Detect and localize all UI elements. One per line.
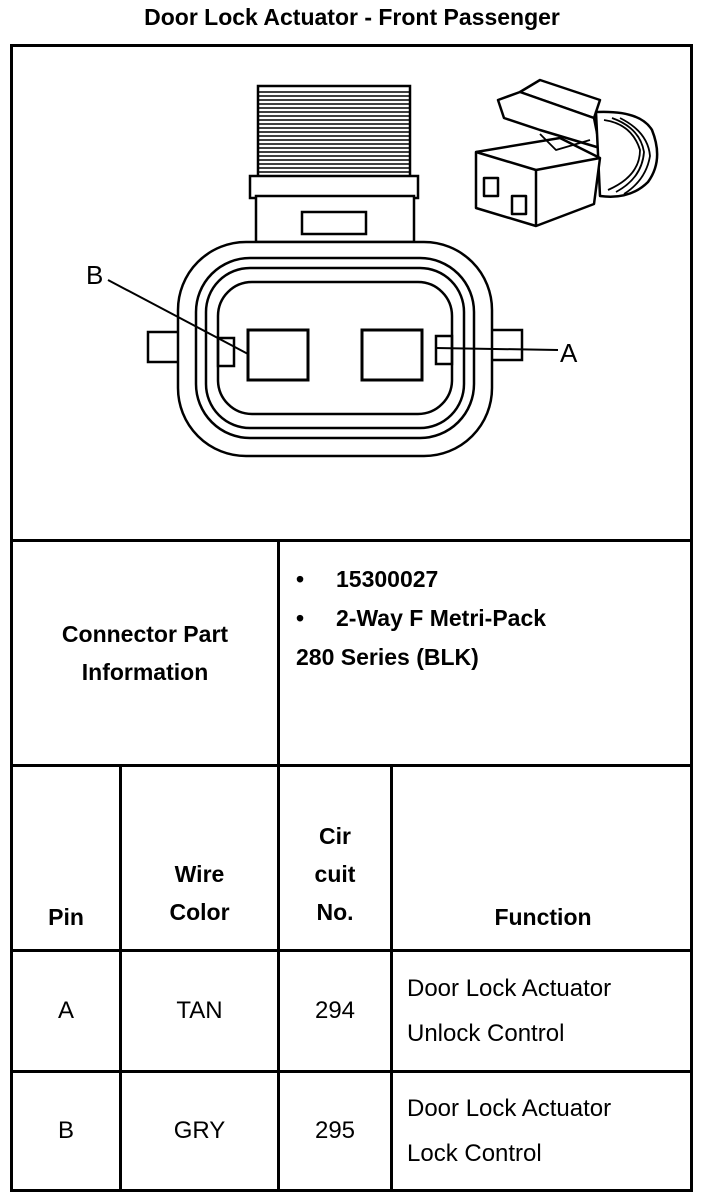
table-row-b-function: Door Lock Actuator Lock Control — [407, 1095, 612, 1167]
table-row-a-circuit: 294 — [314, 997, 356, 1024]
header-circuit: Cir cuit No. — [314, 823, 356, 925]
divider-color-col — [277, 764, 280, 1192]
divider-header — [10, 949, 693, 952]
header-pin: Pin — [48, 904, 84, 930]
divider-pin-col — [119, 764, 122, 1192]
connector-table — [10, 44, 693, 1192]
page-title: Door Lock Actuator - Front Passenger — [144, 4, 560, 30]
divider-row — [10, 1070, 693, 1073]
connector-diagram: B A — [86, 78, 659, 458]
pin-a-label: A — [560, 338, 578, 368]
header-wire-color: Wire Color — [169, 861, 230, 925]
divider-diagram — [10, 539, 693, 542]
table-row-a-pin: A — [57, 997, 74, 1024]
divider-info — [10, 764, 693, 767]
connector-iso-view — [474, 78, 659, 228]
divider-circuit-col — [390, 764, 393, 1192]
table-row-b-color: GRY — [173, 1117, 226, 1144]
connector-info-label: Connector Part Information — [61, 621, 229, 685]
table-row-a-color: TAN — [176, 997, 223, 1024]
divider-info-col — [277, 539, 280, 767]
list-item: •15300027 — [296, 566, 439, 592]
list-item: •2-Way F Metri-Pack — [296, 605, 547, 631]
connector-info-list: •15300027 •2-Way F Metri-Pack 280 Series… — [296, 560, 546, 677]
table-row-a-function: Door Lock Actuator Unlock Control — [407, 975, 612, 1047]
header-function: Function — [494, 904, 592, 930]
pin-b-label: B — [86, 260, 103, 290]
table-row-b-circuit: 295 — [314, 1117, 356, 1144]
list-continuation: 280 Series (BLK) — [296, 644, 479, 670]
table-row-b-pin: B — [57, 1117, 74, 1144]
